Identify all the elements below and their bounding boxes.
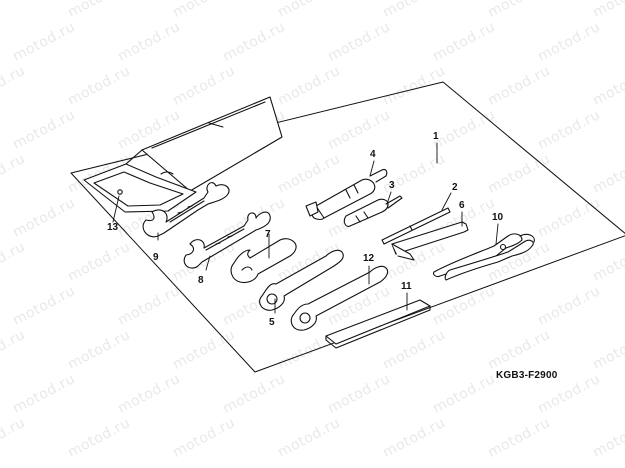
hex-key-6 — [391, 221, 469, 261]
callout-13: 13 — [107, 222, 119, 233]
callout-5: 5 — [269, 317, 275, 328]
screwdriver-handle-4 — [305, 168, 388, 221]
box-wrench-5 — [259, 249, 344, 311]
handle-bar-11 — [325, 299, 431, 349]
screwdriver-blade-2 — [381, 207, 451, 245]
callout-4: 4 — [370, 149, 376, 160]
kit-outline — [70, 81, 625, 373]
wrench-8 — [183, 211, 271, 269]
callout-6: 6 — [459, 200, 465, 211]
screwdriver-3 — [343, 195, 403, 227]
wrench-9 — [142, 182, 230, 238]
callout-3: 3 — [389, 180, 395, 191]
drawing-code: KGB3-F2900 — [496, 370, 558, 381]
callout-9: 9 — [153, 252, 159, 263]
spanner-7 — [230, 238, 297, 284]
callout-1: 1 — [433, 131, 439, 142]
pliers-10 — [432, 233, 535, 281]
box-wrench-12 — [290, 265, 389, 331]
leader-lines — [112, 142, 499, 314]
callout-2: 2 — [452, 182, 458, 193]
callout-8: 8 — [198, 275, 204, 286]
tool-bag — [83, 96, 283, 213]
callout-7: 7 — [265, 229, 271, 240]
callout-10: 10 — [492, 212, 504, 223]
callout-11: 11 — [401, 281, 412, 292]
callout-12: 12 — [363, 253, 375, 264]
